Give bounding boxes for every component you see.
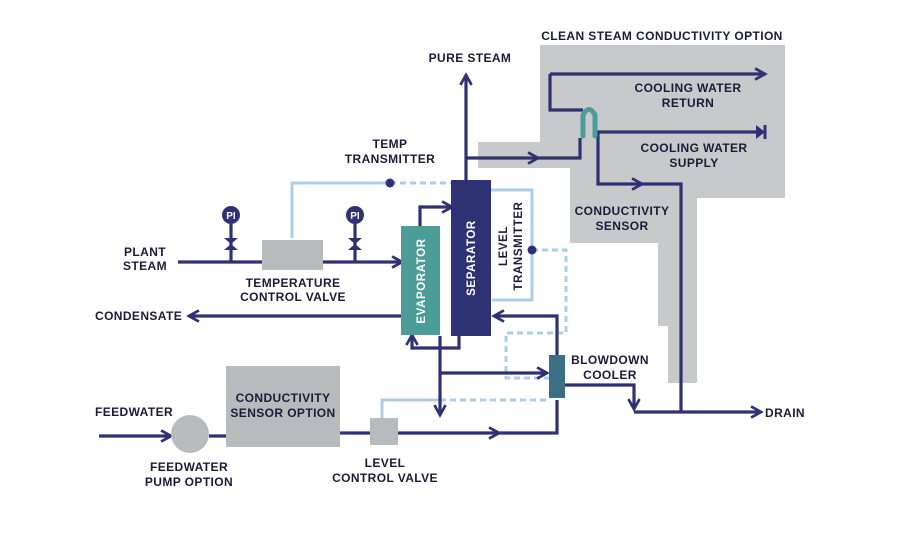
conductivity-sensor-option-label-2: SENSOR OPTION [230, 406, 335, 420]
conductivity-sensor-option-label-1: CONDUCTIVITY [236, 391, 331, 405]
cooling-water-return-label-1: COOLING WATER [635, 81, 742, 95]
cooling-u-tube [580, 107, 598, 139]
level-transmitter-dot [527, 245, 537, 255]
level-transmitter-label-2: TRANSMITTER [513, 201, 525, 290]
pi-2-label: PI [350, 211, 360, 222]
clean-steam-option-region [478, 45, 785, 383]
conductivity-sensor-option-box [226, 366, 340, 447]
pure-steam-label: PURE STEAM [429, 51, 512, 65]
feedwater-pump-option-label-2: PUMP OPTION [145, 475, 233, 489]
pressure-indicator-2: PI [346, 206, 364, 250]
level-control-valve-label-2: CONTROL VALVE [332, 471, 438, 485]
conductivity-sensor-label-1: CONDUCTIVITY [575, 204, 670, 218]
temperature-control-valve [262, 240, 323, 270]
evaporator-label: EVAPORATOR [416, 238, 428, 323]
level-control-valve [370, 418, 398, 445]
signal-lines [290, 181, 568, 418]
temp-transmitter-dot [385, 178, 395, 188]
plant-steam-label-2: STEAM [123, 259, 167, 273]
level-control-valve-label-1: LEVEL [365, 456, 406, 470]
pressure-indicator-1: PI [222, 206, 240, 250]
blowdown-cooler-label-1: BLOWDOWN [571, 353, 649, 367]
feedwater-pump [171, 415, 209, 453]
process-pipes [99, 74, 765, 436]
evaporator [401, 226, 440, 335]
temperature-control-valve-label-1: TEMPERATURE [246, 276, 341, 290]
cooling-water-supply-label-1: COOLING WATER [641, 141, 748, 155]
blowdown-cooler [549, 355, 565, 398]
level-transmitter-label-1: LEVEL [498, 226, 510, 266]
clean-steam-option-label: CLEAN STEAM CONDUCTIVITY OPTION [541, 29, 783, 43]
pi-1-label: PI [226, 211, 236, 222]
temp-transmitter-label-1: TEMP [373, 137, 408, 151]
feedwater-label: FEEDWATER [95, 405, 173, 419]
condensate-label: CONDENSATE [95, 309, 182, 323]
separator-label: SEPARATOR [466, 220, 478, 296]
conductivity-sensor-label-2: SENSOR [595, 219, 648, 233]
feedwater-pump-option-label-1: FEEDWATER [150, 460, 228, 474]
cooling-water-return-label-2: RETURN [662, 96, 714, 110]
plant-steam-label-1: PLANT [124, 245, 166, 259]
cooling-water-supply-label-2: SUPPLY [669, 156, 718, 170]
temp-transmitter-label-2: TRANSMITTER [345, 152, 435, 166]
drain-label: DRAIN [765, 406, 805, 420]
temperature-control-valve-label-2: CONTROL VALVE [240, 290, 346, 304]
separator [451, 180, 491, 336]
blowdown-cooler-label-2: COOLER [583, 368, 637, 382]
